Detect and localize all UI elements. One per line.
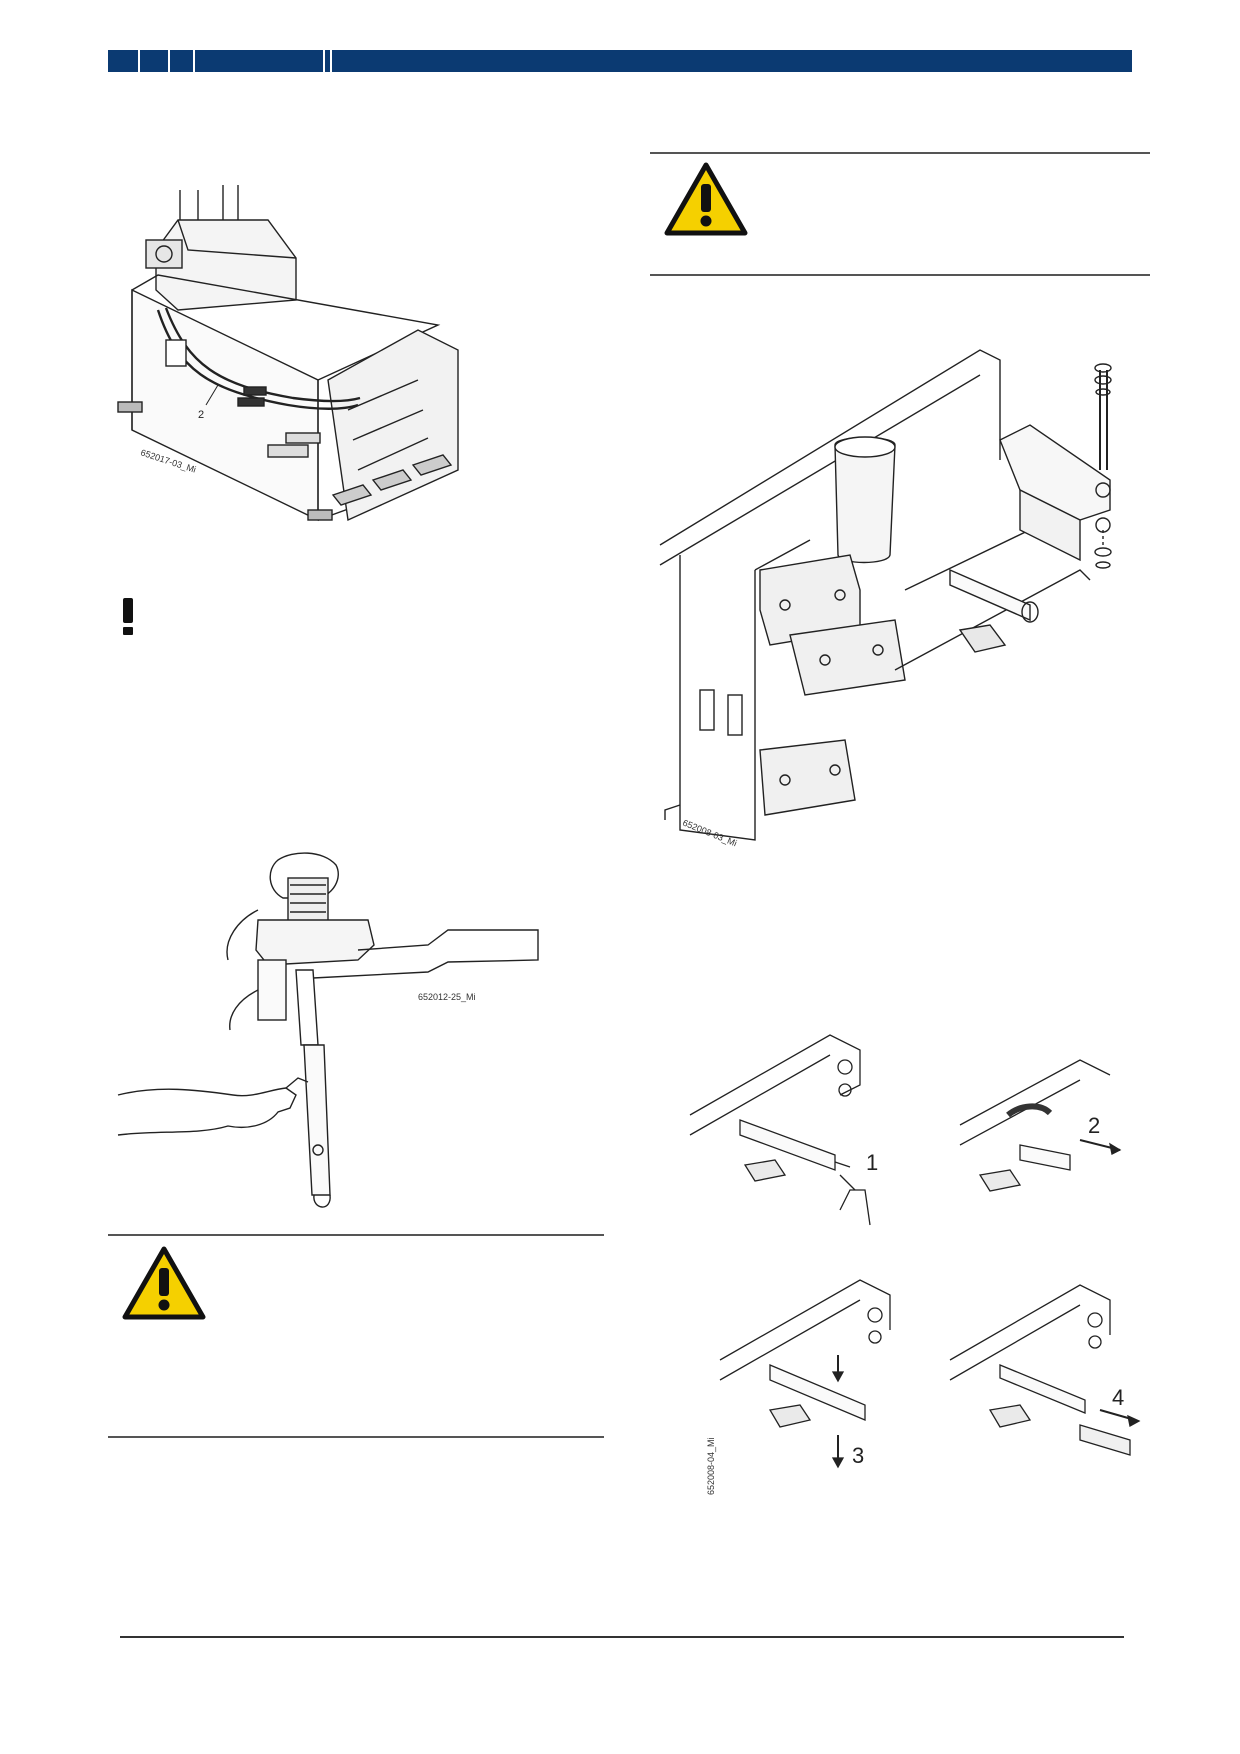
step-2-label: 2 <box>1088 1113 1100 1138</box>
footer-rule <box>120 1636 1124 1638</box>
warning-triangle-icon <box>122 1246 206 1320</box>
exclamation-icon <box>123 598 133 635</box>
figure-id-652012: 652012-25_Mi <box>418 992 476 1002</box>
figure-id-652008-03: 652008-03_Mi <box>681 818 738 849</box>
pliers-figure: 652012-25_Mi <box>117 852 539 1208</box>
warning-box-top-rule <box>108 1234 604 1236</box>
warning-box-bottom-rule <box>650 274 1150 276</box>
step-1-label: 1 <box>866 1150 878 1175</box>
lift-arm-figure: 652008-03_Mi <box>659 349 1112 849</box>
figure-id-652008-04: 652008-04_Mi <box>706 1437 716 1495</box>
warning-box-bottom-rule <box>108 1436 604 1438</box>
step-4-label: 4 <box>1112 1385 1124 1410</box>
step-3-label: 3 <box>852 1443 864 1468</box>
callout-2: 2 <box>198 409 204 421</box>
pin-removal-figure: 1 2 3 4 652008-04_Mi <box>689 1034 1141 1495</box>
base-unit-figure: 2 652017-03_Mi <box>117 185 459 522</box>
header-bar <box>108 50 1132 72</box>
warning-box-top-rule <box>650 152 1150 154</box>
warning-triangle-icon <box>664 162 748 236</box>
